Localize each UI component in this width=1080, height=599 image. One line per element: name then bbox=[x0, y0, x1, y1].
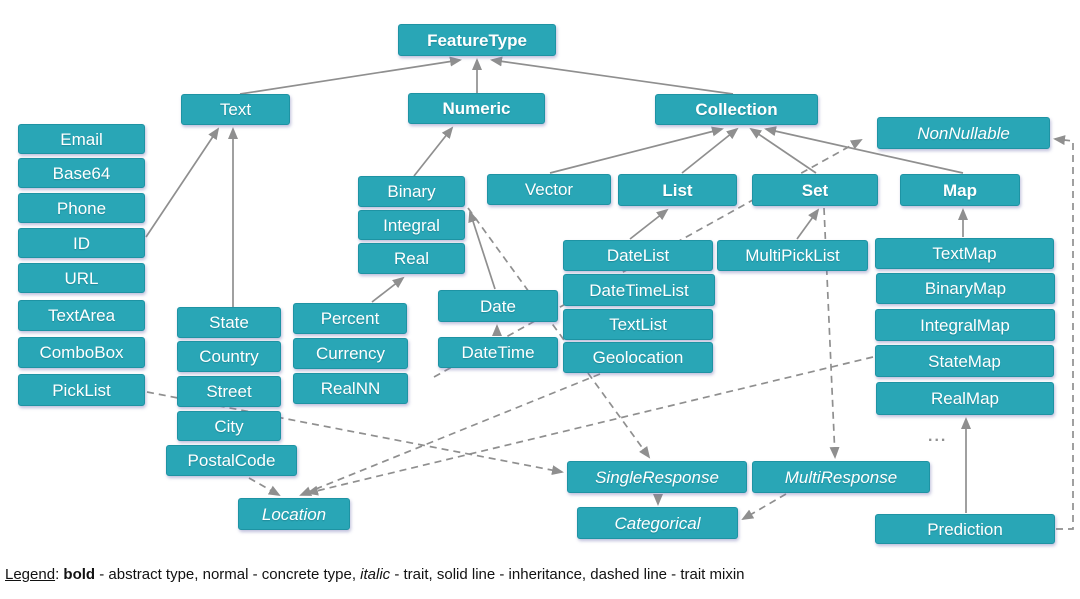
node-map: Map bbox=[900, 174, 1020, 206]
node-textmap: TextMap bbox=[875, 238, 1054, 269]
edge-multiresponse-categorical bbox=[741, 493, 787, 521]
node-country: Country bbox=[177, 341, 281, 372]
node-currency: Currency bbox=[293, 338, 408, 369]
node-statemap: StateMap bbox=[875, 345, 1054, 377]
edge-id-text bbox=[145, 127, 220, 238]
node-datetime: DateTime bbox=[438, 337, 558, 368]
edge-list-collection bbox=[681, 127, 739, 174]
edge-picklist-singleresponse bbox=[146, 391, 564, 476]
node-nonnullable: NonNullable bbox=[877, 117, 1050, 149]
legend-segment: Legend bbox=[5, 566, 56, 583]
edge-percent-real bbox=[371, 276, 405, 303]
edge-text-featuretype bbox=[239, 56, 462, 95]
node-textlist: TextList bbox=[563, 309, 713, 340]
node-phone: Phone bbox=[18, 193, 145, 223]
node-vector: Vector bbox=[487, 174, 611, 205]
node-binary: Binary bbox=[358, 176, 465, 207]
edge-prediction-nonnullable bbox=[1053, 135, 1074, 530]
edge-statemap-location bbox=[306, 356, 874, 496]
more-map-types-ellipsis: ... bbox=[928, 428, 948, 445]
node-street: Street bbox=[177, 376, 281, 407]
legend-text: Legend: bold - abstract type, normal - c… bbox=[5, 566, 745, 583]
node-location: Location bbox=[238, 498, 350, 530]
node-featuretype: FeatureType bbox=[398, 24, 556, 56]
node-set: Set bbox=[752, 174, 878, 206]
node-email: Email bbox=[18, 124, 145, 154]
node-collection: Collection bbox=[655, 94, 818, 125]
node-city: City bbox=[177, 411, 281, 441]
node-integralmap: IntegralMap bbox=[875, 309, 1055, 341]
edge-datelist-list bbox=[629, 208, 669, 240]
node-datetimelist: DateTimeList bbox=[563, 274, 715, 306]
node-combobox: ComboBox bbox=[18, 337, 145, 368]
edge-binary-singleresponse bbox=[467, 207, 651, 459]
node-picklist: PickList bbox=[18, 374, 145, 406]
edge-multipicklist-set bbox=[796, 208, 820, 240]
edge-date-integral bbox=[468, 210, 496, 290]
node-datelist: DateList bbox=[563, 240, 713, 271]
legend-segment: - trait, solid line - inheritance, dashe… bbox=[390, 566, 745, 583]
node-base64: Base64 bbox=[18, 158, 145, 188]
edge-vector-collection bbox=[549, 126, 724, 174]
node-binarymap: BinaryMap bbox=[876, 273, 1055, 304]
edge-geolocation-location bbox=[299, 373, 601, 496]
node-realnn: RealNN bbox=[293, 373, 408, 404]
node-geolocation: Geolocation bbox=[563, 342, 713, 373]
node-real: Real bbox=[358, 243, 465, 274]
node-list: List bbox=[618, 174, 737, 206]
node-date: Date bbox=[438, 290, 558, 322]
node-numeric: Numeric bbox=[408, 93, 545, 124]
node-textarea: TextArea bbox=[18, 300, 145, 331]
node-singleresponse: SingleResponse bbox=[567, 461, 747, 493]
node-prediction: Prediction bbox=[875, 514, 1055, 544]
legend-segment: - abstract type, normal - concrete type, bbox=[95, 566, 361, 583]
edge-set-collection bbox=[749, 127, 817, 174]
edge-postalcode-location bbox=[248, 477, 281, 496]
node-percent: Percent bbox=[293, 303, 407, 334]
node-multipicklist: MultiPickList bbox=[717, 240, 868, 271]
node-realmap: RealMap bbox=[876, 382, 1054, 415]
legend-segment: : bbox=[55, 566, 64, 583]
node-state: State bbox=[177, 307, 281, 338]
edge-map-collection bbox=[764, 126, 964, 174]
edge-binary-numeric bbox=[413, 126, 454, 177]
node-url: URL bbox=[18, 263, 145, 293]
node-multiresponse: MultiResponse bbox=[752, 461, 930, 493]
legend-segment: italic bbox=[360, 566, 391, 583]
node-text: Text bbox=[181, 94, 290, 125]
node-id: ID bbox=[18, 228, 145, 258]
edge-collection-featuretype bbox=[490, 56, 734, 95]
node-categorical: Categorical bbox=[577, 507, 738, 539]
node-integral: Integral bbox=[358, 210, 465, 240]
node-postalcode: PostalCode bbox=[166, 445, 297, 476]
legend-segment: bold bbox=[63, 566, 96, 583]
